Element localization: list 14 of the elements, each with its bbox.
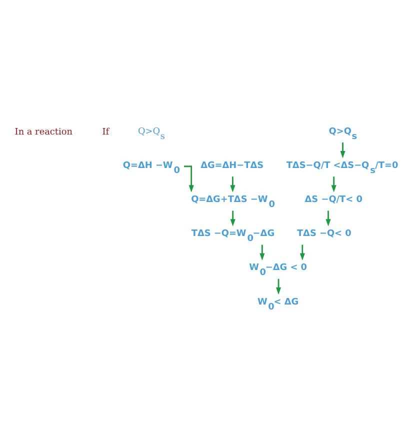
node-text: ΔS −Q/T< 0 xyxy=(304,195,362,206)
arrow xyxy=(184,166,194,192)
arrow xyxy=(340,142,346,158)
arrow xyxy=(300,244,305,261)
node-text: TΔS −Q< 0 xyxy=(296,229,352,240)
arrow xyxy=(326,210,331,226)
arrow xyxy=(260,244,265,261)
node-text: ΔG=ΔH−TΔS xyxy=(200,160,264,171)
arrow xyxy=(331,176,336,192)
arrow xyxy=(230,210,236,226)
label: In a reaction xyxy=(14,127,72,138)
arrow xyxy=(276,278,282,295)
arrow xyxy=(230,176,236,192)
label: If xyxy=(102,127,110,138)
